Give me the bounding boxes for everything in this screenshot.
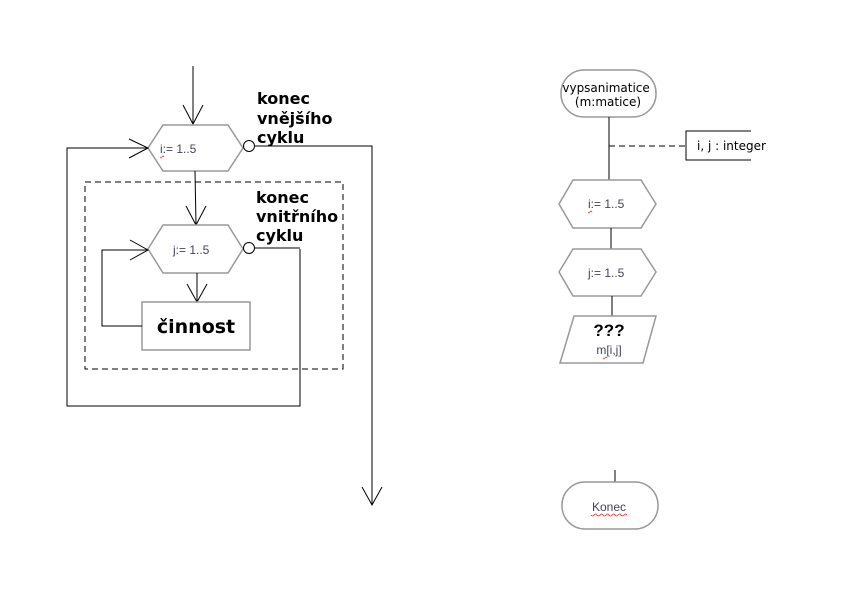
- inner-loop-hexagon[interactable]: [147, 224, 244, 274]
- outer-loop-hexagon[interactable]: [147, 124, 244, 172]
- inner-loop-exit-circle: [243, 242, 255, 254]
- arrowhead-icon: [128, 138, 150, 159]
- activity-label: činnost: [157, 316, 235, 338]
- declaration-bracket: [685, 130, 751, 161]
- inner-loop-label: j:= 1..5: [172, 243, 210, 257]
- arrowhead-icon: [361, 486, 383, 507]
- output-value: m[i,j]: [596, 343, 621, 357]
- outer-to-inner-connector: [194, 170, 197, 226]
- outer-loop-end-label: konec vnějšího cyklu: [257, 89, 338, 147]
- outer-loop-exit-connector: [255, 145, 373, 505]
- loop-i-hexagon[interactable]: [558, 179, 657, 229]
- arrowhead-icon: [129, 239, 150, 261]
- right-diagram: vypsanimatice (m:matice) i, j : integer …: [558, 69, 766, 530]
- spellcheck-underline: [587, 210, 593, 214]
- declaration-label: i, j : integer: [697, 139, 766, 153]
- inner-loop-return-connector: [101, 249, 148, 327]
- spellcheck-underline: [159, 155, 165, 159]
- outer-loop-exit-circle: [243, 140, 255, 152]
- outer-loop-return-connector: [66, 147, 301, 407]
- end-label: Konec: [592, 500, 626, 514]
- output-title: ???: [593, 321, 624, 340]
- end-terminator[interactable]: [561, 481, 659, 530]
- arrowhead-icon: [182, 104, 204, 126]
- output-parallelogram[interactable]: [558, 315, 657, 364]
- spellcheck-underline: [590, 513, 628, 517]
- start-label: vypsanimatice (m:matice): [562, 81, 653, 109]
- inner-loop-end-label: konec vnitřního cyklu: [256, 188, 344, 245]
- loop-j-hexagon[interactable]: [558, 248, 657, 297]
- loop-i-label: i:= 1..5: [588, 197, 625, 211]
- outer-loop-label: i:= 1..5: [160, 142, 197, 156]
- left-diagram: i:= 1..5 konec vnějšího cyklu j:= 1..5 k…: [66, 66, 383, 507]
- inner-loop-dashed-frame: [84, 181, 344, 370]
- loop-j-label: j:= 1..5: [587, 266, 625, 280]
- spellcheck-underline: [602, 356, 608, 360]
